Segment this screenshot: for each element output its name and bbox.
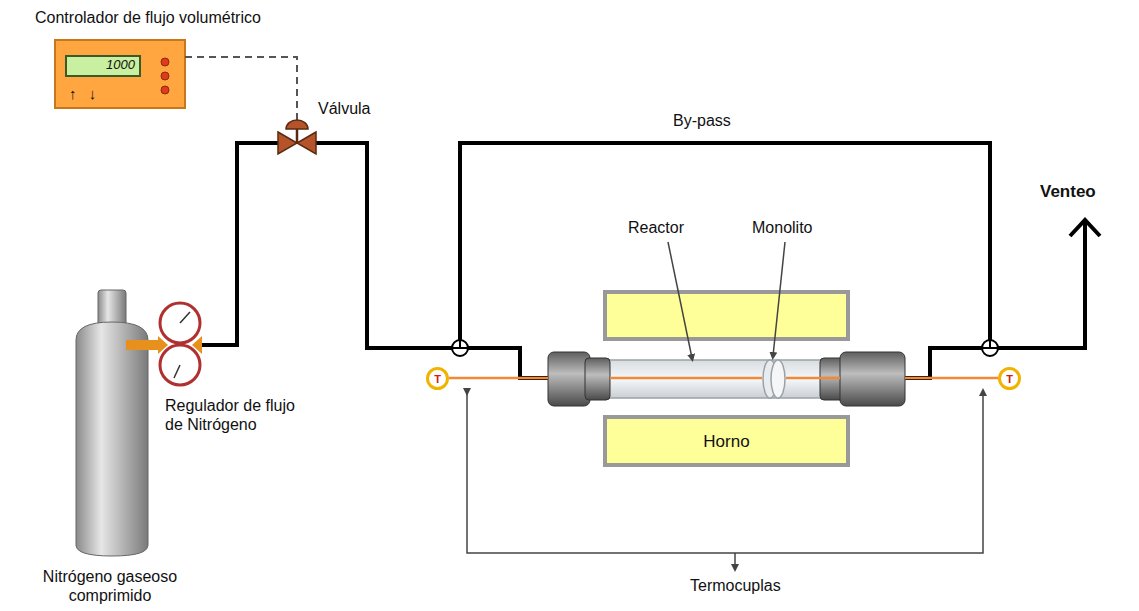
thermocouples-label: Termocuplas bbox=[690, 576, 781, 595]
signal-line bbox=[185, 57, 297, 122]
reactor-illustration bbox=[548, 352, 905, 406]
controller-arrows: ↑ ↓ bbox=[69, 84, 100, 103]
bracket bbox=[467, 392, 983, 568]
leader-line bbox=[668, 242, 692, 358]
three-way-valve bbox=[452, 340, 468, 356]
pressure-regulator bbox=[126, 303, 202, 385]
three-way-valve bbox=[982, 340, 998, 356]
monolith-label: Monolito bbox=[752, 218, 812, 237]
thermocouple-letter: T bbox=[1006, 373, 1013, 385]
reactor-label: Reactor bbox=[628, 218, 684, 237]
furnace-box: Horno bbox=[603, 415, 850, 467]
regulator-label: Regulador de flujo de Nitrógeno bbox=[165, 396, 305, 434]
controller-heading: Controlador de flujo volumétrico bbox=[35, 8, 261, 27]
thermocouple: T bbox=[426, 367, 449, 390]
furnace-upper bbox=[605, 292, 848, 339]
valve-label: Válvula bbox=[318, 99, 370, 118]
thermocouple-wire bbox=[449, 377, 998, 380]
bypass-label: By-pass bbox=[673, 111, 731, 130]
flow-controller: Controlador de flujo volumétrico↑ ↓1000 bbox=[55, 40, 185, 108]
leader-line bbox=[773, 242, 785, 356]
gas-cylinder bbox=[76, 290, 148, 556]
furnace-label: Horno bbox=[703, 432, 749, 451]
vent-label: Venteo bbox=[1040, 182, 1096, 201]
display-value: 1000 bbox=[71, 57, 135, 73]
thermocouple: T bbox=[998, 367, 1021, 390]
pipes bbox=[195, 143, 1100, 378]
valve-symbol bbox=[278, 120, 316, 154]
thermocouple-letter: T bbox=[434, 373, 441, 385]
controller-housing bbox=[55, 40, 185, 108]
cylinder-label: Nitrógeno gaseoso comprimido bbox=[20, 567, 200, 605]
controller-display: 1000 bbox=[65, 55, 141, 77]
